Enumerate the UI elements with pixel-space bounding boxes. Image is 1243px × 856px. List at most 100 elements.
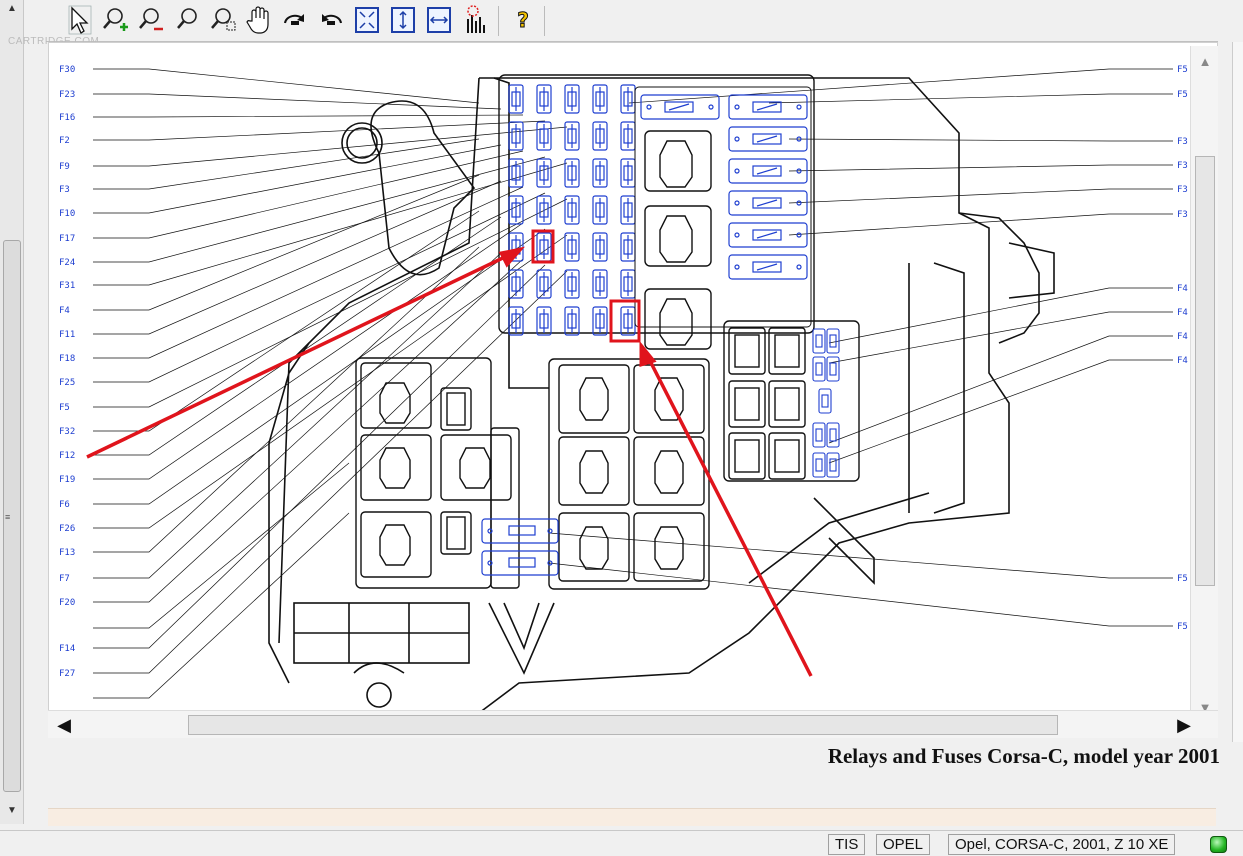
- fuse-label-left: F4: [59, 306, 70, 316]
- mini-fuse: [826, 422, 840, 448]
- outer-scroll-thumb[interactable]: [3, 240, 21, 792]
- rotate-ccw-button[interactable]: [316, 3, 346, 37]
- fuse-label-right: F5: [1177, 90, 1188, 100]
- mini-fuse: [564, 121, 580, 151]
- leader-line: [93, 246, 480, 553]
- fit-height-button[interactable]: [388, 3, 418, 37]
- zoom-out-button[interactable]: [136, 3, 166, 37]
- leader-line: [828, 359, 1173, 464]
- leader-line: [93, 114, 524, 118]
- mini-fuse: [508, 269, 524, 299]
- leader-line: [628, 68, 1173, 104]
- lower-left-relay-block: [355, 357, 520, 589]
- leader-line: [93, 270, 568, 674]
- mini-fuse: [620, 269, 636, 299]
- leader-line: [93, 228, 546, 505]
- rotate-cw-button[interactable]: [280, 3, 310, 37]
- highlight-icon: [467, 5, 485, 33]
- zoom-button[interactable]: [172, 3, 202, 37]
- zoom-in-icon: [103, 8, 128, 31]
- mini-fuse: [592, 306, 608, 336]
- toolbar-separator: [544, 6, 545, 36]
- fuse-label-right: F4: [1177, 284, 1188, 294]
- help-button[interactable]: ?: [508, 3, 538, 37]
- diagram-vertical-scrollbar[interactable]: ▲ ▼: [1190, 46, 1218, 716]
- hand-icon: [246, 6, 269, 34]
- zoom-in-button[interactable]: [100, 3, 130, 37]
- leader-line: [93, 210, 480, 432]
- leader-line: [93, 144, 502, 214]
- scroll-up-icon[interactable]: ▲: [7, 3, 17, 14]
- fuse-label-left: F14: [59, 644, 75, 654]
- fuse-label-left: F17: [59, 234, 75, 244]
- fuse-label-left: F23: [59, 90, 75, 100]
- status-app: TIS: [828, 834, 866, 855]
- highlight-button[interactable]: [460, 3, 490, 37]
- leader-line: [548, 532, 1173, 579]
- leader-line: [548, 562, 1173, 627]
- right-relay-block: [723, 320, 860, 482]
- horizontal-scroll-thumb[interactable]: [188, 715, 1058, 735]
- mini-fuse: [564, 269, 580, 299]
- diagram-horizontal-scrollbar[interactable]: ◀ ▶: [48, 710, 1218, 738]
- leader-line: [788, 138, 1173, 142]
- leader-line: [788, 164, 1173, 172]
- fuse-label-right: F3: [1177, 185, 1188, 195]
- right-mini-fuses: [812, 328, 840, 478]
- mini-fuse: [620, 84, 636, 114]
- mini-fuse: [812, 422, 826, 448]
- fuse-label-left: F20: [59, 598, 75, 608]
- mini-fuse: [508, 84, 524, 114]
- leader-line: [93, 192, 546, 383]
- leader-line: [768, 93, 1173, 104]
- highlighted-fuse-f11: [609, 299, 641, 343]
- leader-line: [93, 180, 502, 335]
- help-icon: ?: [517, 8, 530, 33]
- select-arrow-icon: [68, 5, 92, 35]
- scroll-down-icon[interactable]: ▼: [7, 805, 17, 816]
- fuse-label-left: F18: [59, 354, 75, 364]
- mini-fuse: [592, 232, 608, 262]
- fit-all-button[interactable]: [352, 3, 382, 37]
- maxi-fuse: [728, 254, 808, 280]
- vertical-scroll-thumb[interactable]: [1195, 156, 1215, 586]
- scroll-right-icon[interactable]: ▶: [1177, 715, 1191, 735]
- fit-width-icon: [427, 7, 451, 33]
- mini-fuse: [508, 158, 524, 188]
- mini-fuse: [536, 232, 552, 262]
- leader-line: [93, 150, 524, 239]
- fuse-label-left: F24: [59, 258, 75, 268]
- fit-all-icon: [355, 7, 379, 33]
- leader-line: [93, 93, 502, 110]
- select-tool-button[interactable]: [64, 3, 94, 37]
- zoom-area-button[interactable]: [208, 3, 238, 37]
- fuse-label-left: F16: [59, 113, 75, 123]
- mini-fuse: [536, 84, 552, 114]
- leader-line: [93, 512, 350, 699]
- mini-fuse: [818, 388, 832, 414]
- scroll-left-icon[interactable]: ◀: [57, 715, 71, 735]
- status-make: OPEL: [876, 834, 931, 855]
- leader-line: [93, 462, 350, 629]
- mini-fuse: [564, 84, 580, 114]
- rotate-cw-icon: [284, 14, 304, 25]
- grip-icon: ≡: [5, 512, 11, 522]
- mini-fuse: [564, 195, 580, 225]
- fuse-label-left: F30: [59, 65, 75, 75]
- fuse-label-right: F5: [1177, 574, 1188, 584]
- maxi-fuse: [728, 158, 808, 184]
- leader-line: [93, 68, 480, 104]
- pan-button[interactable]: [244, 3, 274, 37]
- leader-line: [93, 126, 568, 167]
- leader-line: [93, 258, 524, 603]
- mini-fuse: [826, 452, 840, 478]
- scroll-up-icon[interactable]: ▲: [1198, 54, 1212, 69]
- fuse-label-left: F19: [59, 475, 75, 485]
- fuse-box-diagram: F30F23F16F2F9F3F10F17F24F31F4F11F18F25F5…: [59, 65, 1188, 713]
- leader-line: [93, 174, 480, 311]
- maxi-fuse: [728, 126, 808, 152]
- mini-fuse: [620, 232, 636, 262]
- fit-width-button[interactable]: [424, 3, 454, 37]
- outer-vertical-scrollbar[interactable]: ▲ ≡ ▼: [0, 0, 24, 824]
